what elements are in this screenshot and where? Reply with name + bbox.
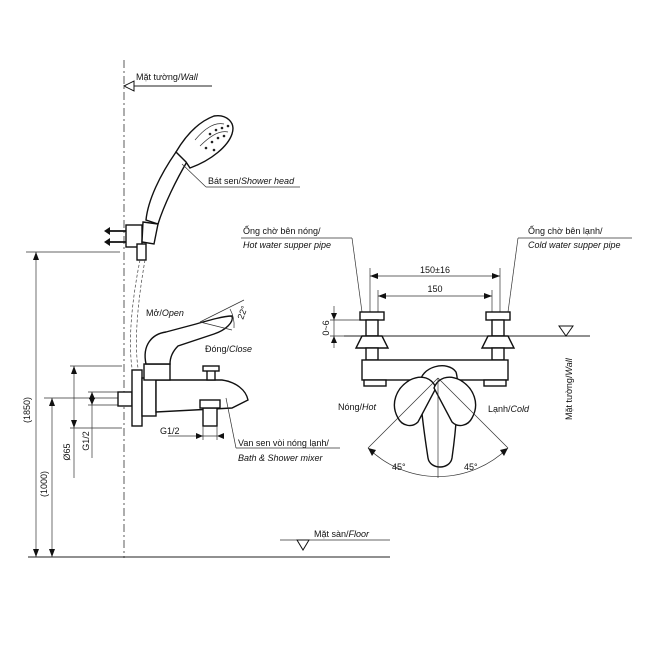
dimension-1850-label: (1850) <box>22 397 32 423</box>
cold-label: Lạnh/Cold <box>488 404 530 414</box>
mixer-handle-top <box>393 365 477 468</box>
dimension-150-16 <box>369 268 501 312</box>
hot-pipe-label-vi: Ống chờ bên nóng/ <box>243 225 321 236</box>
dimension-1000 <box>44 397 120 557</box>
mixer-label-leader <box>225 397 340 449</box>
cold-pipe-label-en: Cold water supper pipe <box>528 240 621 250</box>
hot-pipe-leader <box>241 237 363 313</box>
dimension-0-6-label: 0~6 <box>321 320 331 335</box>
cold-pipe-leader <box>507 237 632 313</box>
cold-connector <box>480 311 516 361</box>
angle-right-label: 45° <box>464 462 478 472</box>
dimension-thread-left <box>88 391 122 458</box>
dimension-150-label: 150 <box>427 284 442 294</box>
dimension-150-16-label: 150±16 <box>420 265 450 275</box>
mixer-label-vi: Van sen vòi nóng lạnh/ <box>238 438 329 448</box>
close-label: Đóng/Close <box>205 344 252 354</box>
handle-angle-label: 22° <box>235 304 249 321</box>
floor-label: Mặt sàn/Floor <box>314 529 370 539</box>
floor-line <box>28 539 390 558</box>
wall-label-top: Mặt tường/Wall <box>136 72 199 82</box>
hot-label: Nóng/Hot <box>338 402 377 412</box>
shower-head-label-leader <box>181 163 300 188</box>
open-label: Mở/Open <box>146 308 184 318</box>
shower-hose <box>130 243 147 369</box>
wall-label-right: Mặt tường/Wall <box>564 357 574 420</box>
dimension-thread-bottom-label: G1/2 <box>160 426 180 436</box>
dimension-1850 <box>26 251 120 557</box>
dimension-thread-left-label: G1/2 <box>81 431 91 451</box>
wall-marker <box>122 80 212 92</box>
handle-angle-marker <box>199 299 245 331</box>
dimension-diameter-65-label: Ø65 <box>62 443 72 460</box>
shower-head-label: Bát sen/Shower head <box>208 176 295 186</box>
hot-pipe-label-en: Hot water supper pipe <box>243 240 331 250</box>
angle-left-label: 45° <box>392 462 406 472</box>
wall-bracket <box>104 224 143 248</box>
dimension-thread-bottom <box>168 426 224 440</box>
cold-pipe-label-vi: Ống chờ bên lạnh/ <box>528 225 603 236</box>
mixer-label-en: Bath & Shower mixer <box>238 453 324 463</box>
dimension-150 <box>377 290 493 312</box>
rotation-arc <box>367 377 509 478</box>
wall-line-right <box>344 325 590 337</box>
shower-head-handle <box>141 115 234 245</box>
mixer-side-view <box>117 315 249 427</box>
dimension-diameter-65 <box>70 365 122 478</box>
dimension-1000-label: (1000) <box>39 471 49 497</box>
